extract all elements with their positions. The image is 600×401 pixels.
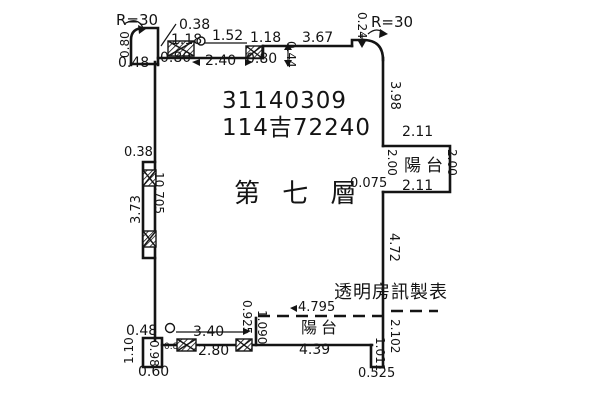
dim-200-left: 2.00 (385, 149, 399, 176)
dim-038-leftwall: 0.38 (124, 145, 153, 160)
dim-098: 0.98 (147, 340, 161, 367)
dim-08-window: 0.8 (164, 342, 179, 352)
floor-title: 第 七 層 (234, 179, 364, 209)
permit-number: 114吉72240 (222, 115, 372, 141)
dim-048-top: 0.48 (118, 55, 150, 71)
dim-circle-marker (196, 36, 206, 46)
dim-367: 3.67 (302, 30, 334, 46)
right-balcony-outline (381, 144, 452, 194)
dim-4795: 4.795 (298, 300, 336, 315)
dim-0525: 0.525 (358, 366, 396, 381)
watermark-text: 透明房訊製表 (334, 282, 448, 303)
dim-0925: 0.925 (240, 300, 254, 335)
dim-211-top: 2.11 (402, 124, 434, 140)
top-right-round-corner (361, 38, 385, 62)
dim-439: 4.39 (299, 342, 331, 358)
parcel-number: 31140309 (222, 88, 348, 114)
dim-200-right: 2.00 (445, 149, 459, 176)
dimension-arrowheads (138, 25, 388, 335)
dim-1090: 1.090 (255, 310, 269, 345)
bottom-right-step (369, 343, 385, 369)
dim-152: 1.52 (212, 28, 244, 44)
dim-2102: 2.102 (388, 319, 402, 354)
dim-060: 0.60 (138, 364, 170, 380)
dim-080-bump: 0.80 (118, 31, 132, 58)
dim-0075: 0.075 (350, 176, 388, 191)
dim-circle-marker (164, 322, 176, 334)
dim-118-b: 1.18 (250, 30, 282, 46)
dim-240: 2.40 (205, 53, 237, 69)
dim-398: 3.98 (387, 81, 402, 110)
left-wall-bump (141, 160, 157, 260)
dim-024: 0.24 (355, 12, 369, 39)
leader-line-038 (160, 23, 177, 47)
dim-211-bottom: 2.11 (402, 178, 434, 194)
dim-10705: 10.705 (152, 172, 166, 214)
bottom-balcony-label: 陽台 (301, 318, 342, 337)
dim-080-b: 0.80 (246, 51, 278, 67)
dim-044: 0.44 (284, 41, 298, 68)
wall-outline (129, 26, 452, 369)
dim-110: 1.10 (122, 337, 136, 364)
radius-label-top-right: R=30 (371, 13, 414, 31)
dim-048-bottom: 0.48 (126, 323, 158, 339)
dim-373: 3.73 (129, 195, 144, 224)
dimension-marks (123, 20, 386, 334)
dim-118-a: 1.18 (171, 32, 203, 48)
dim-340: 3.40 (193, 324, 225, 340)
dim-080-a: 0.80 (160, 50, 192, 66)
dim-038-top: 0.38 (179, 17, 211, 33)
window-icons (142, 40, 263, 352)
balcony-dashed-boundary (258, 309, 438, 318)
dim-472: 4.72 (386, 233, 401, 262)
right-balcony-label: 陽台 (404, 156, 448, 176)
r30-left-arrow (123, 20, 144, 29)
dim-280: 2.80 (198, 343, 230, 359)
radius-label-top-left: R=30 (116, 11, 159, 29)
